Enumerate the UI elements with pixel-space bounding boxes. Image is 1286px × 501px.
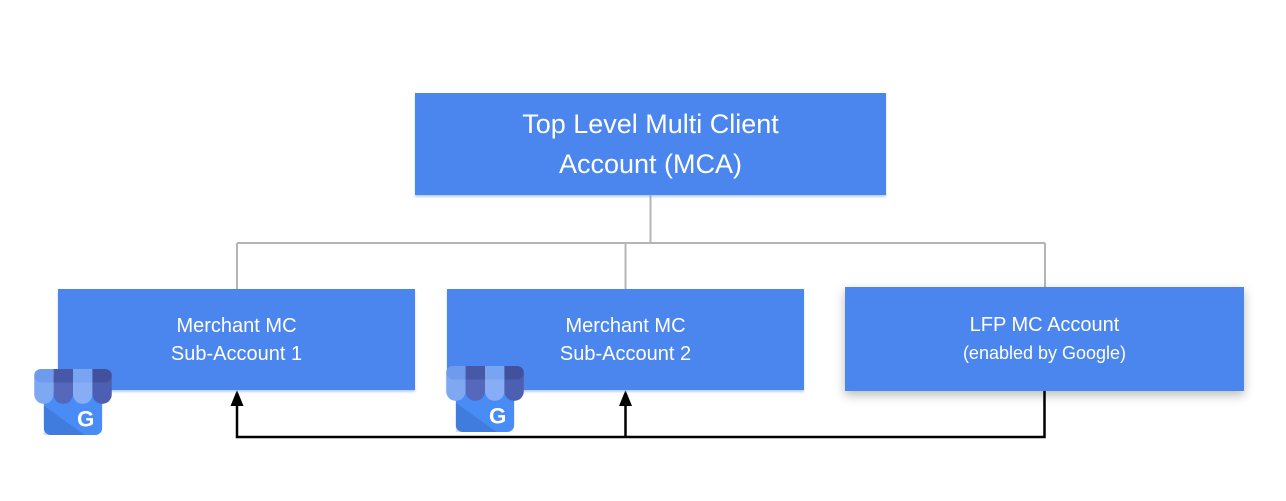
node-merchant-sub-account-1: Merchant MC Sub-Account 1 — [58, 289, 415, 390]
arrowhead-up-icon — [619, 390, 632, 406]
node-label-line: Merchant MC — [176, 314, 297, 337]
node-lfp-mc-account: LFP MC Account (enabled by Google) — [845, 287, 1244, 391]
feedback-flow-line — [235, 391, 1046, 439]
node-label-line: Account (MCA) — [558, 149, 743, 179]
arrowhead-up-icon — [230, 390, 244, 406]
node-label-line: LFP MC Account — [969, 314, 1120, 336]
node-merchant-sub-account-2: Merchant MC Sub-Account 2 — [447, 289, 804, 390]
node-label-line: Sub-Account 1 — [170, 342, 303, 365]
hierarchy-connector — [236, 195, 1046, 289]
node-label-line: Merchant MC — [565, 314, 686, 337]
node-label-line: (enabled by Google) — [962, 343, 1127, 363]
node-top-level-mca: Top Level Multi Client Account (MCA) — [415, 93, 886, 195]
node-label-line: Sub-Account 2 — [559, 342, 692, 365]
node-label-line: Top Level Multi Client — [522, 109, 779, 139]
